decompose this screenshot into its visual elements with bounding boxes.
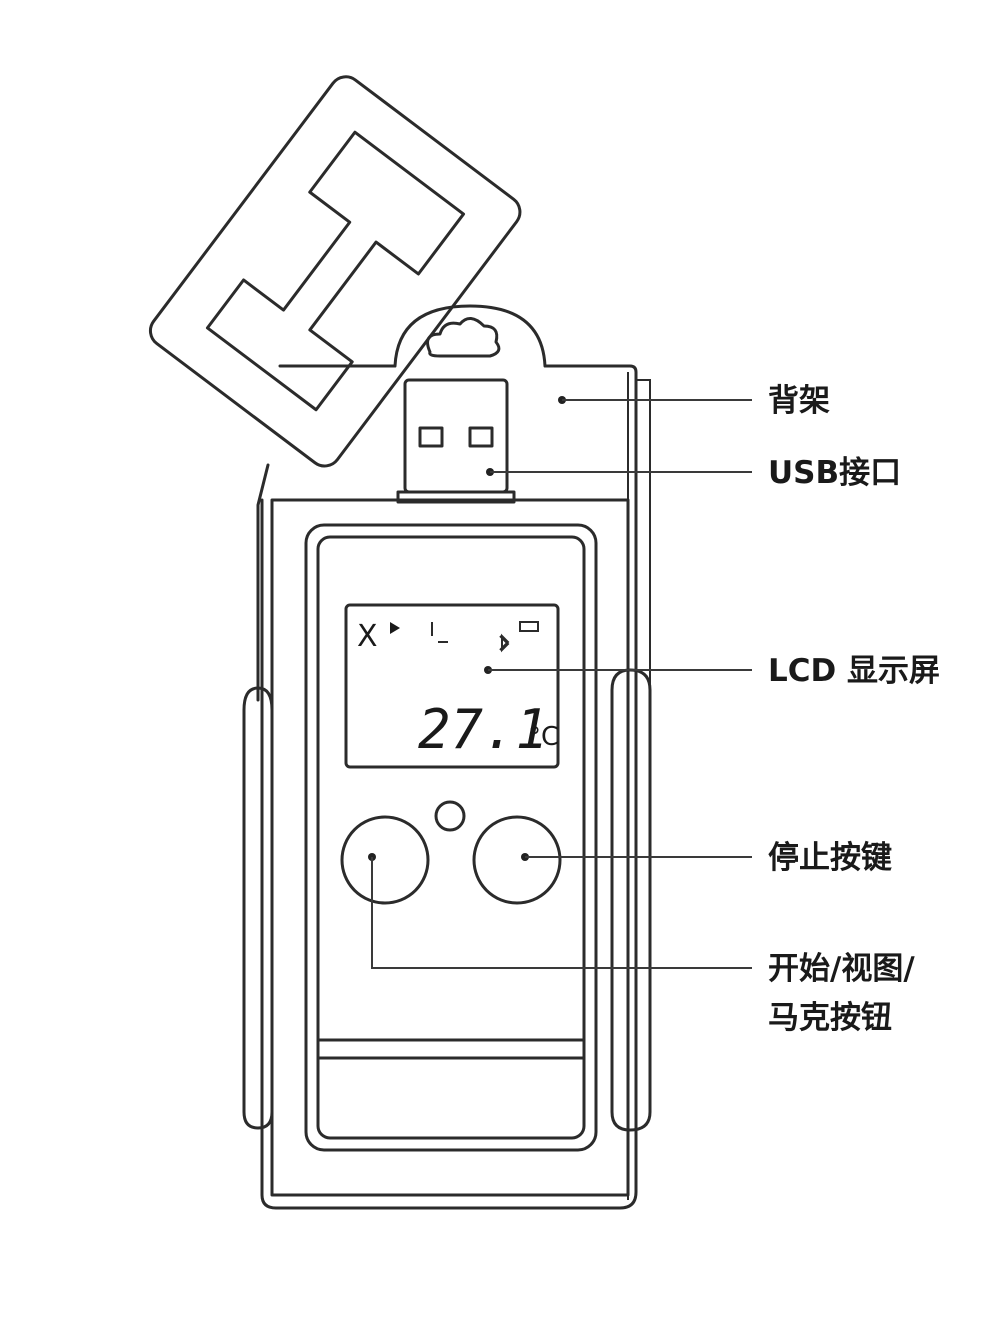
callout-leaders bbox=[368, 396, 752, 969]
lcd-status-mark: X bbox=[357, 619, 378, 654]
start-view-mark-button bbox=[340, 815, 430, 905]
label-usb-port: USB接口 bbox=[768, 455, 901, 491]
battery-icon bbox=[519, 621, 539, 632]
label-start-button-line2: 马克按钮 bbox=[768, 1000, 892, 1036]
bluetooth-icon bbox=[499, 633, 510, 653]
right-rail-top bbox=[636, 379, 651, 690]
clip-hinge-arm bbox=[256, 463, 270, 702]
label-lcd-screen: LCD 显示屏 bbox=[768, 653, 940, 689]
hanging-hole bbox=[426, 317, 501, 358]
stop-button bbox=[472, 815, 562, 905]
play-icon bbox=[390, 622, 400, 634]
usb-connector bbox=[396, 378, 516, 504]
lcd-screen: X 27.1 °C bbox=[344, 603, 560, 769]
lcd-unit: °C bbox=[528, 722, 559, 752]
left-grip-rail bbox=[242, 686, 274, 1130]
label-stop-button: 停止按键 bbox=[768, 840, 892, 876]
signal-icon bbox=[431, 622, 448, 643]
label-start-button-line1: 开始/视图/ bbox=[768, 951, 915, 987]
lcd-temperature: 27.1 bbox=[418, 698, 548, 761]
back-clip-frame bbox=[260, 304, 638, 1210]
back-clip-flap bbox=[148, 75, 522, 468]
status-led bbox=[434, 800, 466, 832]
label-back-clip: 背架 bbox=[768, 383, 830, 419]
right-grip-rail bbox=[610, 668, 652, 1132]
